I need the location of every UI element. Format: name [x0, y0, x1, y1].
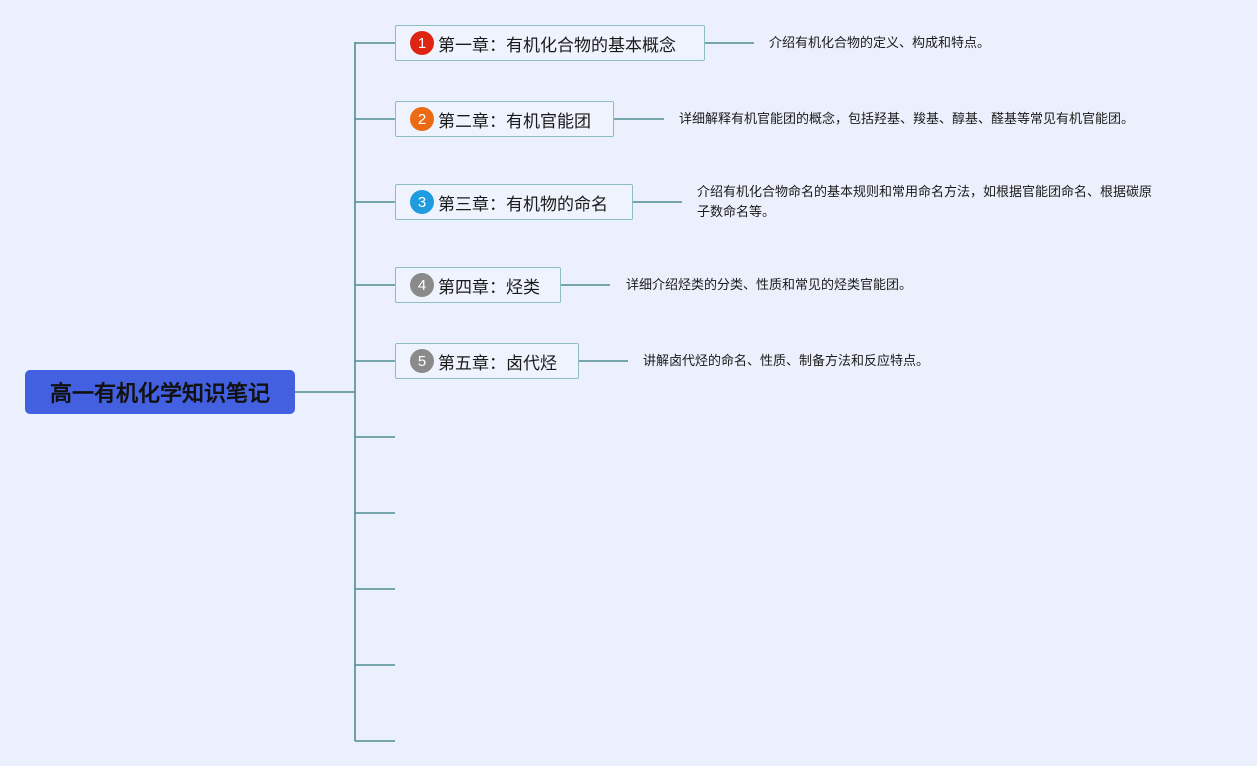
- note-chapter-2[interactable]: 详细解释有机官能团的概念，包括羟基、羧基、醇基、醛基等常见有机官能团。: [679, 110, 1134, 130]
- root-topic[interactable]: 高一有机化学知识笔记: [25, 370, 295, 414]
- note-text: 详细介绍烃类的分类、性质和常见的烃类官能团。: [626, 278, 913, 293]
- note-text-line-2: 子数命名等。: [697, 205, 776, 220]
- topic-chapter-1[interactable]: 1 第一章：有机化合物的基本概念: [395, 25, 705, 61]
- topic-label: 第三章：有机物的命名: [438, 194, 608, 215]
- topic-chapter-3[interactable]: 3 第三章：有机物的命名: [395, 184, 633, 220]
- topic-label: 第四章：烃类: [438, 277, 540, 298]
- priority-5-icon: 5: [410, 349, 434, 373]
- note-chapter-3[interactable]: 介绍有机化合物命名的基本规则和常用命名方法，如根据官能团命名、根据碳原 子数命名…: [697, 183, 1152, 223]
- topic-chapter-5[interactable]: 5 第五章：卤代烃: [395, 343, 579, 379]
- note-text-line-1: 介绍有机化合物命名的基本规则和常用命名方法，如根据官能团命名、根据碳原: [697, 185, 1153, 200]
- priority-4-icon: 4: [410, 273, 434, 297]
- note-text: 讲解卤代烃的命名、性质、制备方法和反应特点。: [643, 354, 930, 369]
- root-topic-label: 高一有机化学知识笔记: [49, 382, 270, 407]
- note-chapter-5[interactable]: 讲解卤代烃的命名、性质、制备方法和反应特点。: [643, 352, 929, 372]
- note-chapter-4[interactable]: 详细介绍烃类的分类、性质和常见的烃类官能团。: [626, 276, 912, 296]
- note-text: 详细解释有机官能团的概念，包括羟基、羧基、醇基、醛基等常见有机官能团。: [679, 112, 1135, 127]
- topic-label: 第二章：有机官能团: [438, 111, 591, 132]
- topic-chapter-2[interactable]: 2 第二章：有机官能团: [395, 101, 614, 137]
- note-chapter-1[interactable]: 介绍有机化合物的定义、构成和特点。: [769, 34, 990, 54]
- priority-2-icon: 2: [410, 107, 434, 131]
- priority-1-icon: 1: [410, 31, 434, 55]
- priority-3-icon: 3: [410, 190, 434, 214]
- topic-chapter-4[interactable]: 4 第四章：烃类: [395, 267, 561, 303]
- topic-label: 第一章：有机化合物的基本概念: [438, 35, 676, 56]
- note-text: 介绍有机化合物的定义、构成和特点。: [769, 36, 991, 51]
- topic-label: 第五章：卤代烃: [438, 353, 557, 374]
